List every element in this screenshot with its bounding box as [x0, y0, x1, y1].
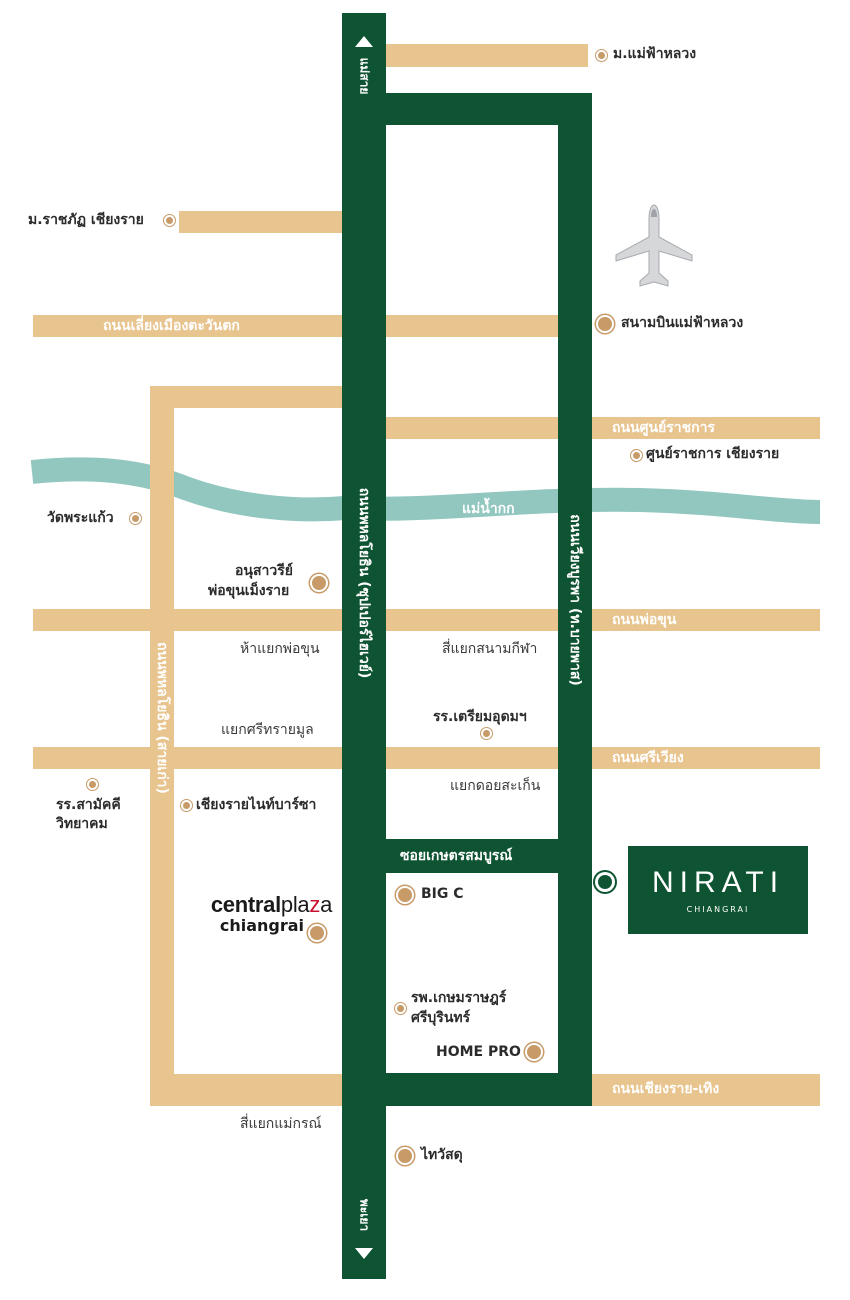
poi-dot-government-center — [633, 452, 640, 459]
intersection-si-yaek-mae-korn: สี่แยกแม่กรณ์ — [240, 1116, 322, 1132]
road-chiangrai-thoeng — [590, 1074, 820, 1106]
label-wiang-bun-ruang: ถนนเวียงบูรพา (ท.บายพาส) — [567, 514, 583, 686]
nirati-logo-box: NIRATI CHIANGRAI — [628, 846, 808, 934]
label-chiangrai-thoeng-road: ถนนเชียงราย-เทิง — [612, 1081, 720, 1097]
place-hospital-line1: รพ.เกษมราษฎร์ — [411, 990, 507, 1006]
place-triam-udom: รร.เตรียมอุดมฯ — [433, 709, 527, 725]
place-airport: สนามบินแม่ฟ้าหลวง — [621, 315, 744, 331]
place-hospital-line2: ศรีบุรินทร์ — [411, 1010, 471, 1026]
label-pho-khun-road: ถนนพ่อขุน — [612, 612, 677, 628]
poi-dot-samakkhi — [89, 781, 96, 788]
label-river: แม่น้ำกก — [462, 501, 515, 517]
central-plaza-word2: pla — [280, 892, 310, 917]
central-plaza-word4: a — [320, 892, 332, 917]
road-phahonyothin-superhighway — [342, 13, 386, 1279]
label-phahonyothin-old: ถนนพหลโยธิน (สายเก่า) — [154, 642, 170, 794]
poi-dot-wat-phra-kaew — [132, 515, 139, 522]
place-samakkhi-line2: วิทยาคม — [56, 816, 108, 832]
place-home-pro: HOME PRO — [436, 1044, 521, 1060]
direction-phayao: พะเยา — [357, 1198, 372, 1232]
place-government-center: ศูนย์ราชการ เชียงราย — [646, 446, 780, 462]
poi-dot-monument — [312, 576, 326, 590]
central-plaza-city: chiangrai — [219, 916, 304, 936]
central-plaza-word1: central — [210, 892, 281, 917]
poi-dot-central-plaza — [310, 926, 324, 940]
road-western-bypass-left — [33, 315, 342, 337]
poi-dot-mfu — [598, 52, 605, 59]
road-wiang-bun-ruang — [558, 93, 592, 1106]
place-mfu: ม.แม่ฟ้าหลวง — [613, 46, 697, 62]
poi-dot-crru — [166, 217, 173, 224]
intersection-ha-yaek-pho-khun: ห้าแยกพ่อขุน — [240, 641, 320, 657]
arrow-down-icon — [355, 1248, 373, 1259]
place-crru: ม.ราชภัฏ เชียงราย — [28, 212, 144, 228]
central-plaza-word3: z — [309, 892, 321, 917]
poi-dot-hospital — [397, 1005, 404, 1012]
intersection-yaek-doi-sa-ken: แยกดอยสะเก็น — [450, 778, 541, 794]
road-government-center — [386, 417, 820, 439]
place-thai-watsadu: ไทวัสดุ — [421, 1147, 463, 1163]
place-samakkhi-line1: รร.สามัคคี — [56, 797, 121, 813]
direction-mae-sai: แม่สาย — [357, 57, 372, 95]
place-wat-phra-kaew: วัดพระแก้ว — [47, 510, 114, 526]
nirati-sub: CHIANGRAI — [686, 905, 750, 914]
place-big-c: BIG C — [421, 886, 464, 902]
road-sri-wiang-right — [386, 747, 820, 769]
central-plaza-logo: centralplaza chiangrai — [172, 893, 332, 937]
label-sri-wiang-road: ถนนศรีเวียง — [612, 750, 684, 766]
nirati-name: NIRATI — [651, 866, 785, 899]
intersection-si-yaek-sanam-kila: สี่แยกสนามกีฬา — [442, 641, 538, 657]
poi-dot-thai-watsadu — [398, 1149, 412, 1163]
label-phahonyothin-superhighway: ถนนพหลโยธิน (ซุปเปอร์ไฮเวย์) — [356, 487, 372, 679]
label-soi-kaset: ซอยเกษตรสมบูรณ์ — [400, 848, 513, 864]
place-monument-line2: พ่อขุนเม็งราย — [208, 583, 290, 599]
poi-dot-triam-udom — [483, 730, 490, 737]
place-monument-line1: อนุสาวรีย์ — [235, 563, 293, 579]
poi-dot-big-c — [398, 888, 412, 902]
road-western-bypass-mid — [386, 315, 560, 337]
airplane-icon — [615, 204, 693, 287]
arrow-up-icon — [355, 36, 373, 47]
road-old-phahonyothin-top — [150, 386, 342, 408]
road-pho-khun-right — [386, 609, 820, 631]
poi-dot-night-bazaar — [183, 802, 190, 809]
road-old-phahonyothin-bottom — [150, 1074, 342, 1106]
poi-dot-home-pro — [527, 1045, 541, 1059]
poi-dot-airport — [598, 317, 612, 331]
place-night-bazaar: เชียงรายไนท์บาร์ซา — [196, 797, 317, 813]
intersection-yaek-sri-trai-mool: แยกศรีทรายมูล — [221, 722, 314, 738]
road-wiang-bun-ruang-top — [386, 93, 592, 125]
road-old-phahonyothin — [150, 386, 174, 1106]
label-government-center-road: ถนนศูนย์ราชการ — [612, 420, 716, 436]
road-crru — [179, 211, 342, 233]
road-inner-loop-bottom — [386, 1073, 592, 1106]
road-soi-kaset — [386, 839, 558, 873]
road-sri-wiang-left — [33, 747, 342, 769]
road-pho-khun-left — [33, 609, 342, 631]
nirati-location-marker — [598, 875, 612, 889]
road-mfu — [386, 44, 588, 67]
label-western-bypass: ถนนเลี่ยงเมืองตะวันตก — [103, 318, 240, 334]
